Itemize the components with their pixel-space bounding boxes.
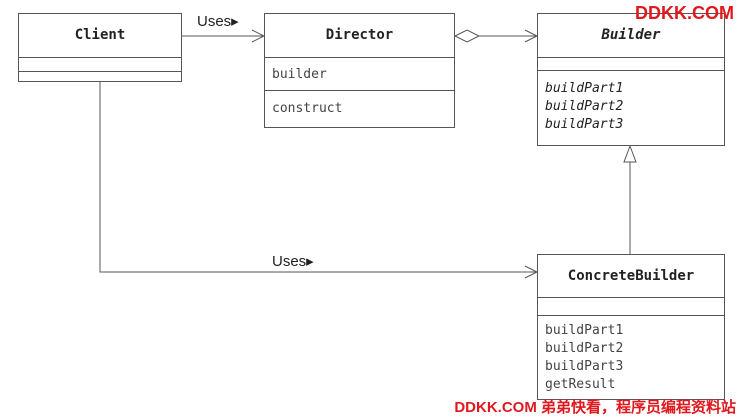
watermark-bottom: DDKK.COM 弟弟快看，程序员编程资料站 <box>454 399 736 416</box>
builder-class-name: Builder <box>601 27 661 43</box>
director-field: builder <box>272 67 327 82</box>
client-concrete-line <box>99 82 537 273</box>
director-class-name: Director <box>325 27 394 43</box>
watermark-top: DDKK.COM <box>635 3 734 23</box>
builder-method: buildPart1 <box>545 81 624 96</box>
client-director-uses-label: Uses▸ <box>197 13 239 30</box>
client-concrete-uses-label: Uses▸ <box>272 253 314 270</box>
concrete-builder-operations-section: buildPart1 buildPart2 buildPart3 getResu… <box>538 315 724 394</box>
client-class: Client <box>18 13 182 82</box>
builder-class: Builder buildPart1 buildPart2 buildPart3 <box>537 13 725 146</box>
inheritance-triangle <box>623 144 637 163</box>
concrete-builder-class: ConcreteBuilder buildPart1 buildPart2 bu… <box>537 254 725 400</box>
builder-operations-section: buildPart1 buildPart2 buildPart3 <box>538 70 724 134</box>
concrete-builder-attributes-section <box>538 297 724 315</box>
concrete-builder-method: buildPart3 <box>545 359 624 374</box>
client-attributes-section <box>19 57 181 71</box>
client-operations-section <box>19 71 181 83</box>
builder-attributes-section <box>538 57 724 70</box>
aggregation-diamond <box>453 29 481 43</box>
director-method: construct <box>272 101 343 116</box>
concrete-builder-class-name: ConcreteBuilder <box>567 268 695 284</box>
concrete-builder-method: buildPart1 <box>545 323 624 338</box>
director-attributes-section: builder <box>265 57 454 90</box>
director-operations-section: construct <box>265 90 454 127</box>
client-class-name: Client <box>74 27 126 43</box>
builder-method: buildPart3 <box>545 117 624 132</box>
director-class: Director builder construct <box>264 13 455 128</box>
concrete-builder-method: buildPart2 <box>545 341 624 356</box>
builder-method: buildPart2 <box>545 99 624 114</box>
concrete-builder-method: getResult <box>545 377 616 392</box>
